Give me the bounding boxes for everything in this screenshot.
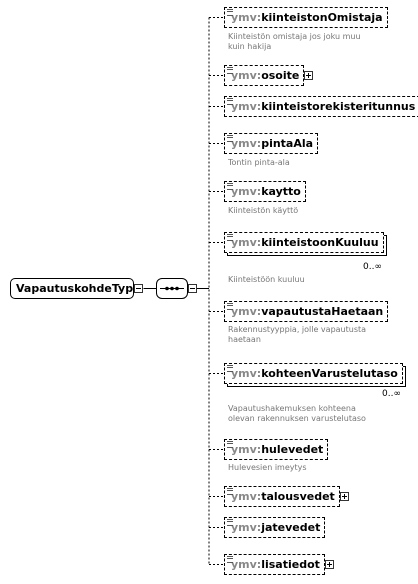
element-name: hulevedet [261,443,324,456]
namespace-prefix: ymv: [231,11,262,24]
element-documentation: Hulevesien imeytys [228,463,307,472]
element-documentation: Rakennustyyppia, jolle vapautusta [228,325,367,334]
element-node[interactable]: ymv:jatevedet [224,517,326,538]
element-documentation: Kiinteistön käyttö [228,206,299,215]
collapse-icon[interactable] [134,284,143,293]
element-name: vapautustaHaetaan [261,305,384,318]
element-node[interactable]: ymv:kaytto [224,181,306,202]
element-name: kiinteistonOmistaja [261,11,383,24]
sequence-compositor[interactable] [156,278,188,299]
element-name: kohteenVarustelutaso [261,367,398,380]
element-name: osoite [261,69,300,82]
namespace-prefix: ymv: [231,305,262,318]
element-documentation: Kiinteistöön kuuluu [228,275,305,284]
element-node[interactable]: ymv:hulevedet [224,439,329,460]
element-node[interactable]: ymv:vapautustaHaetaan [224,301,389,322]
namespace-prefix: ymv: [231,100,262,113]
element-node[interactable]: ymv:kohteenVarustelutaso [224,363,403,384]
documentation-icon [227,9,233,16]
element-node[interactable]: ymv:talousvedet [224,486,340,507]
documentation-icon [227,556,233,563]
element-node[interactable]: ymv:pintaAla [224,133,319,154]
namespace-prefix: ymv: [231,367,262,380]
documentation-icon [227,98,233,105]
occurrence-label: 0..∞ [382,389,401,399]
namespace-prefix: ymv: [231,69,262,82]
element-name: jatevedet [261,521,321,534]
element-name: kiinteistoonKuuluu [261,236,379,249]
element-documentation: olevan rakennuksen varustelutaso [228,414,366,423]
namespace-prefix: ymv: [231,185,262,198]
element-name: kaytto [261,185,301,198]
element-node[interactable]: ymv:lisatiedot [224,554,325,575]
occurrence-label: 0..∞ [363,262,382,272]
documentation-icon [227,234,233,241]
namespace-prefix: ymv: [231,521,262,534]
documentation-icon [227,519,233,526]
element-name: kiinteistorekisteritunnus [261,100,416,113]
element-node[interactable]: ymv:osoite [224,65,305,86]
complex-type-name: VapautuskohdeType [16,282,141,295]
namespace-prefix: ymv: [231,558,262,571]
namespace-prefix: ymv: [231,236,262,249]
element-node[interactable]: ymv:kiinteistonOmistaja [224,7,388,28]
element-documentation: Vapautushakemuksen kohteena [228,404,356,413]
element-name: lisatiedot [261,558,320,571]
documentation-icon [227,135,233,142]
complex-type-node[interactable]: VapautuskohdeType [10,278,141,299]
element-documentation: Tontin pinta-ala [228,158,290,167]
element-documentation: kuin hakija [228,42,272,51]
expand-icon[interactable] [304,71,313,80]
element-name: pintaAla [261,137,314,150]
namespace-prefix: ymv: [231,137,262,150]
element-node[interactable]: ymv:kiinteistorekisteritunnus [224,96,418,117]
element-documentation: haetaan [228,335,261,344]
element-name: talousvedet [261,490,335,503]
expand-icon[interactable] [340,492,349,501]
documentation-icon [227,365,233,372]
documentation-icon [227,488,233,495]
sequence-icon [160,286,184,291]
documentation-icon [227,183,233,190]
namespace-prefix: ymv: [231,443,262,456]
documentation-icon [227,67,233,74]
documentation-icon [227,441,233,448]
element-node[interactable]: ymv:kiinteistoonKuuluu [224,232,384,253]
collapse-icon[interactable] [188,284,197,293]
expand-icon[interactable] [325,560,334,569]
element-documentation: Kiinteistön omistaja jos joku muu [228,32,361,41]
namespace-prefix: ymv: [231,490,262,503]
documentation-icon [227,303,233,310]
